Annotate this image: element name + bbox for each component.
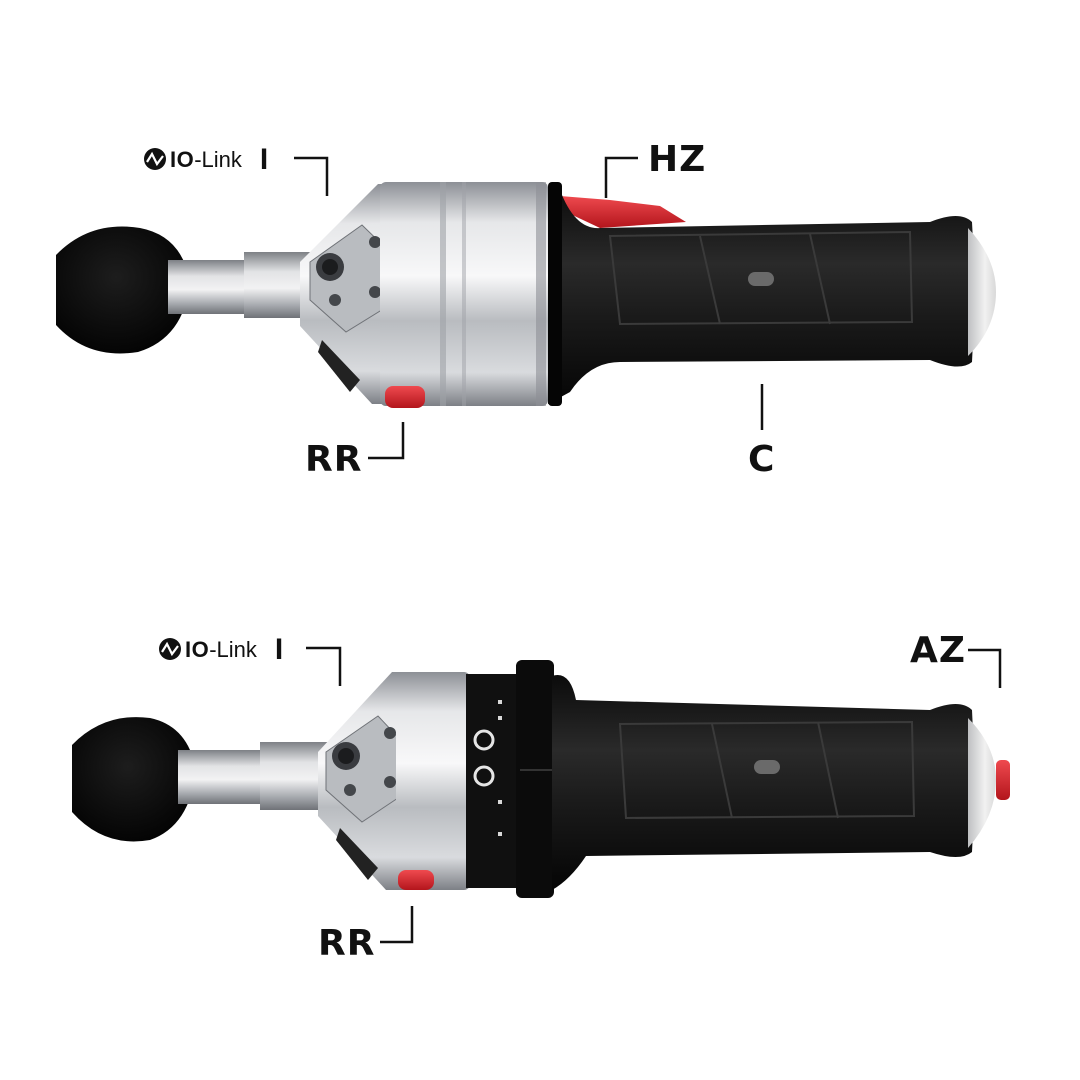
- trigger-icon: [560, 196, 686, 228]
- end-cap: [968, 718, 996, 848]
- callout-hz: HZ: [648, 139, 707, 180]
- io-link-logo-icon: [144, 148, 166, 170]
- connector-icon: [325, 715, 411, 880]
- knob-ball-icon: [72, 717, 196, 842]
- bottom-leaders: [306, 646, 1002, 944]
- callout-c: C: [748, 439, 776, 480]
- body-cylinder: [396, 672, 470, 890]
- rr-button: [398, 870, 434, 890]
- connector-icon: [309, 224, 399, 392]
- callout-az: AZ: [910, 630, 966, 671]
- top-device: [56, 182, 996, 408]
- knob-ball-icon: [56, 226, 190, 354]
- shaft: [178, 750, 264, 804]
- bottom-device: [72, 660, 1010, 898]
- az-button: [996, 760, 1010, 800]
- io-link-label-top: IO -Link I: [170, 145, 268, 175]
- end-cap: [968, 228, 996, 356]
- io-link-logo-icon: [159, 638, 181, 660]
- io-link-label-bottom: IO -Link I: [185, 635, 283, 665]
- button-icon: [748, 272, 774, 286]
- shaft: [168, 260, 248, 314]
- setting-dial: [466, 674, 522, 888]
- io-link-suffix: -Link: [209, 637, 257, 662]
- rr-button: [385, 386, 425, 408]
- grip: [552, 675, 974, 890]
- top-leaders: [294, 156, 764, 460]
- io-link-suffix: -Link: [194, 147, 242, 172]
- callout-rr-top: RR: [305, 439, 363, 480]
- io-link-prefix: IO: [185, 637, 210, 662]
- io-link-tag: I: [259, 143, 269, 176]
- callout-rr-bottom: RR: [318, 923, 376, 964]
- io-link-tag: I: [274, 633, 284, 666]
- io-link-prefix: IO: [170, 147, 195, 172]
- grip: [548, 188, 974, 404]
- button-icon: [754, 760, 780, 774]
